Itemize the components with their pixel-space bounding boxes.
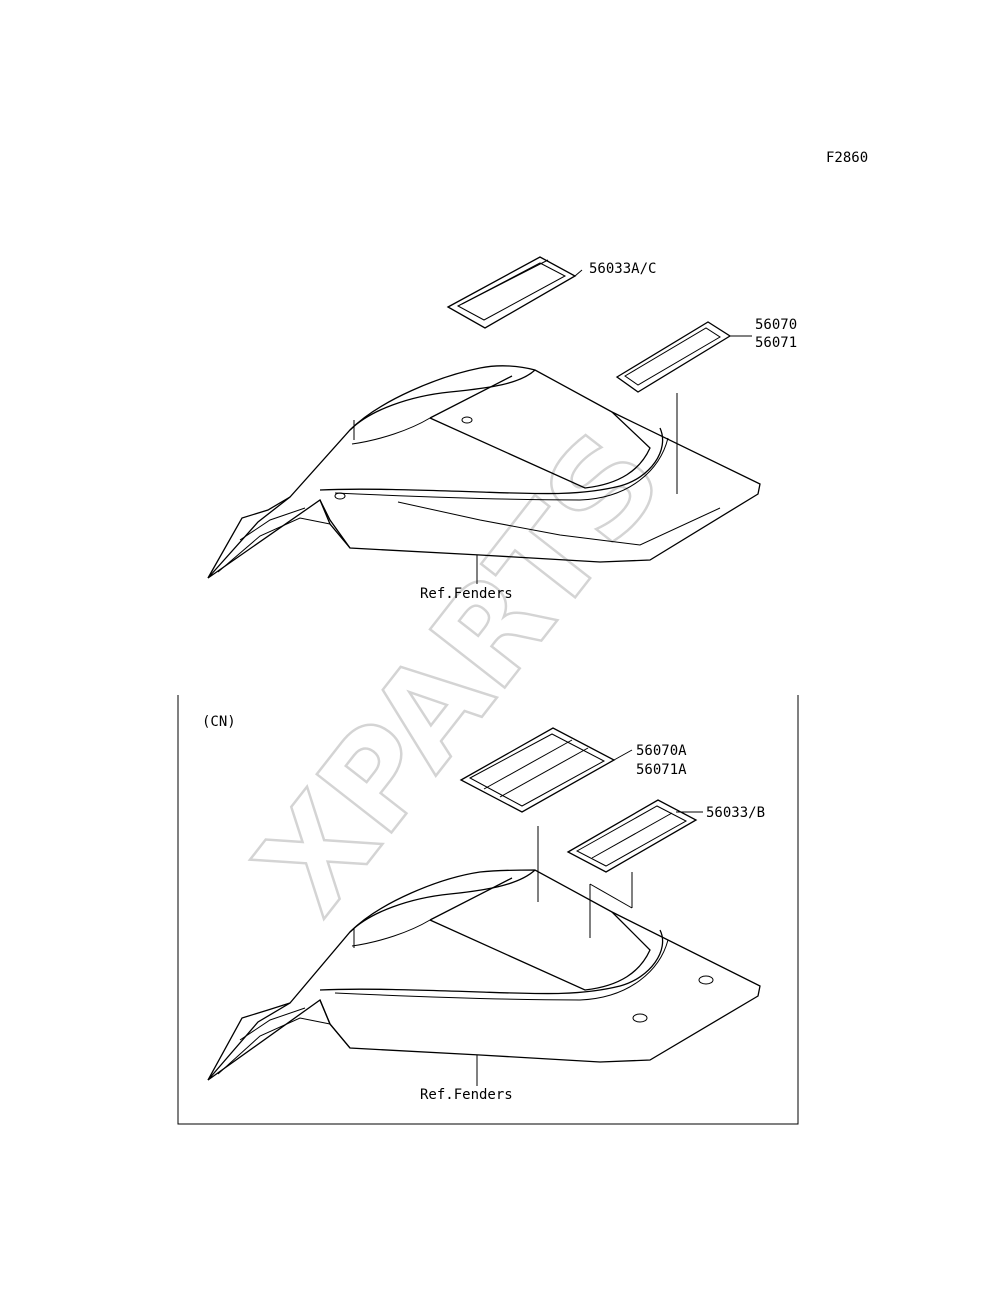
figure-code: F2860	[826, 150, 868, 166]
part-number-56071a: 56071A	[636, 762, 687, 778]
part-number-56070a: 56070A	[636, 743, 687, 759]
leader-56033b-join	[589, 883, 633, 909]
ref-fenders-label-cn: Ref.Fenders	[420, 1087, 513, 1103]
top-view: 56033A/C 56070 56071 Ref.Fenders	[207, 256, 797, 602]
part-number-56071: 56071	[755, 335, 797, 351]
ref-fenders-label-top: Ref.Fenders	[420, 586, 513, 602]
part-number-56033a-c: 56033A/C	[589, 261, 656, 277]
part-number-56070: 56070	[755, 317, 797, 333]
seat-cowl-drawing	[207, 365, 761, 579]
cn-view: (CN)	[177, 695, 799, 1125]
sticker-56070	[615, 321, 732, 393]
seat-cowl-drawing-cn	[207, 869, 761, 1081]
cn-frame	[177, 695, 799, 1125]
sticker-56033b	[566, 799, 698, 873]
sticker-56033a-c	[446, 256, 577, 329]
part-number-56033b: 56033/B	[706, 805, 765, 821]
cn-variant-label: (CN)	[202, 714, 236, 730]
leader-56033a-c	[574, 269, 583, 277]
leader-56070a	[613, 749, 633, 761]
